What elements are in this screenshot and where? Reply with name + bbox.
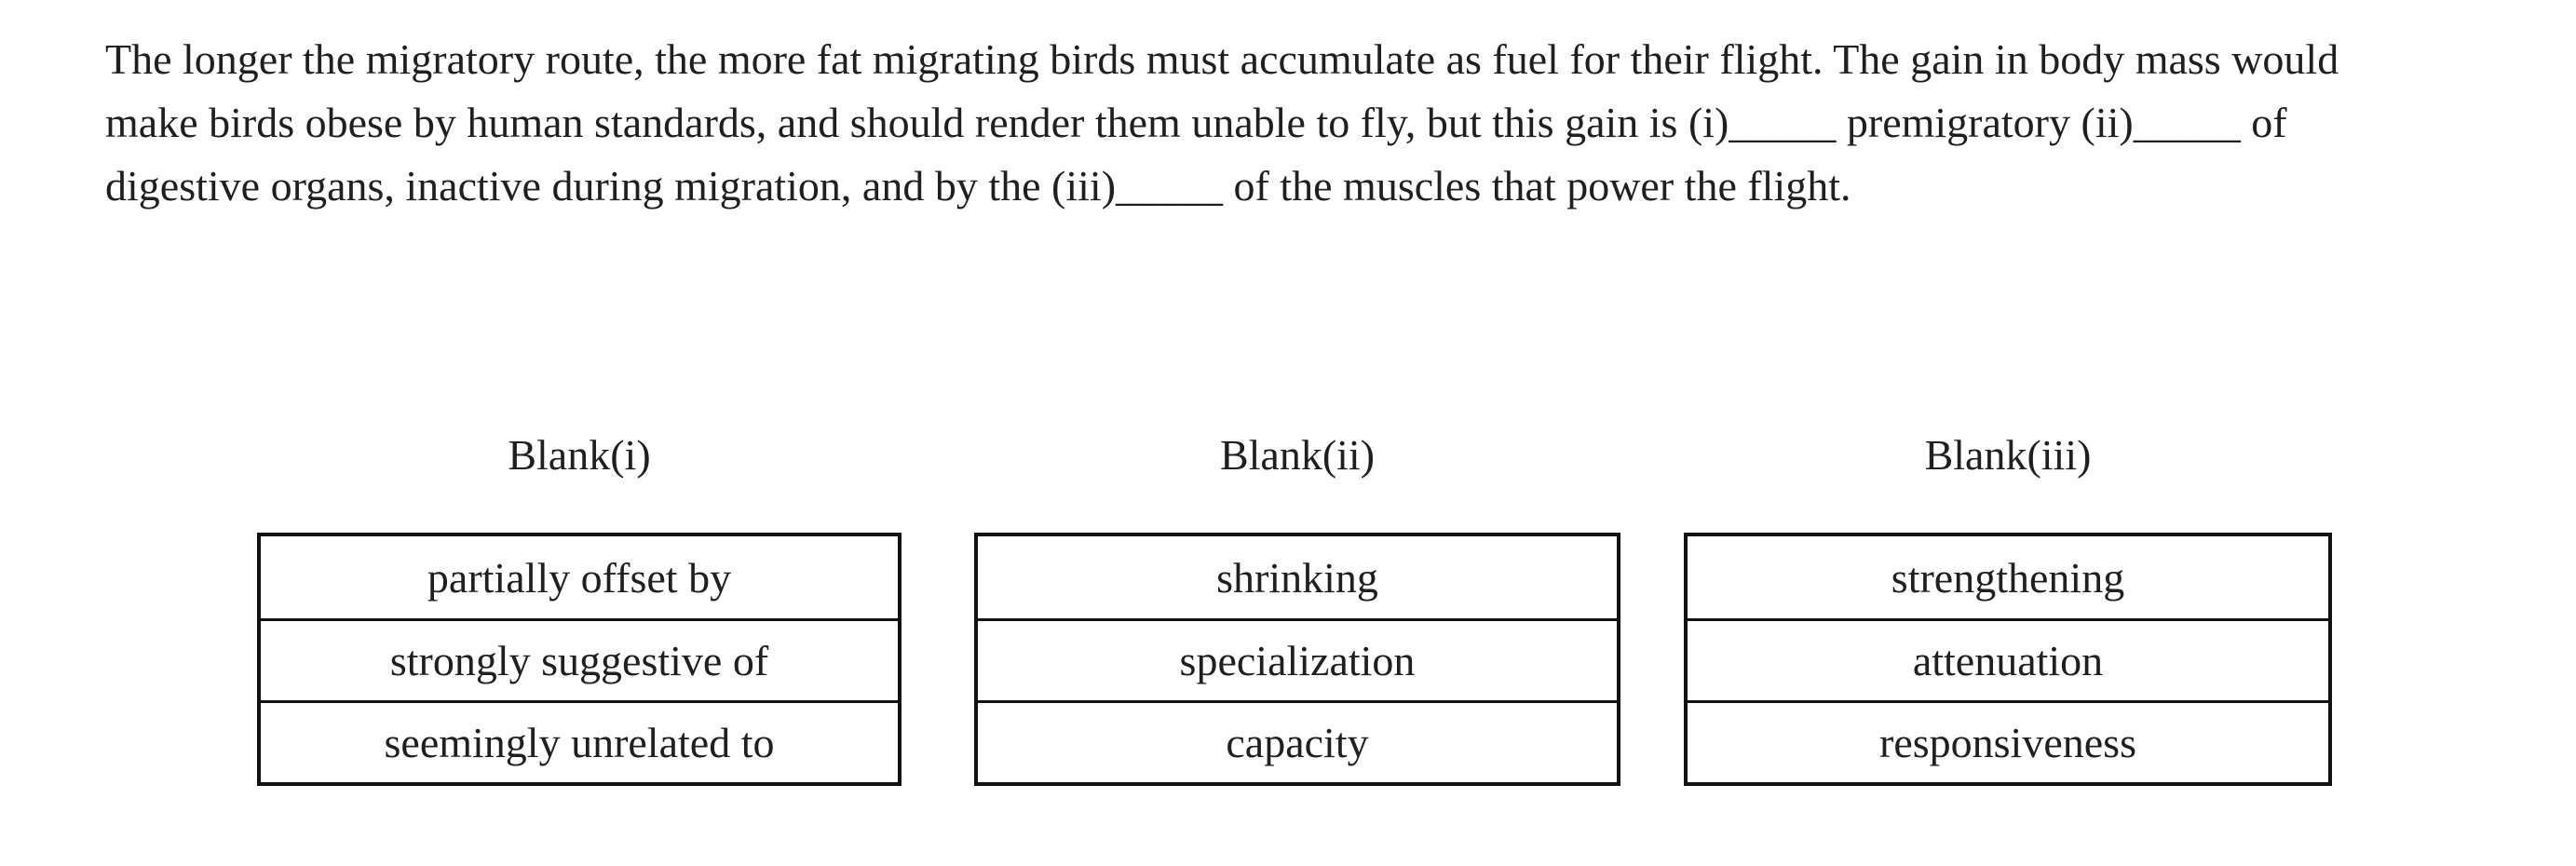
blank-iii-option-2[interactable]: attenuation [1688,618,2328,700]
blank-iii-option-3[interactable]: responsiveness [1688,700,2328,782]
blank-ii-option-2[interactable]: specialization [978,618,1617,700]
blank-i-option-2[interactable]: strongly suggestive of [261,618,898,700]
blank-ii-option-3[interactable]: capacity [978,700,1617,782]
passage-line-3: digestive organs, inactive during migrat… [105,162,1851,210]
blank-iii-option-1[interactable]: strengthening [1891,553,2125,602]
blank-ii-options-table: shrinking specialization capacity [974,533,1620,786]
blank-i-option-1[interactable]: partially offset by [427,553,732,602]
blank-i-label: Blank(i) [508,431,651,479]
question-passage: The longer the migratory route, the more… [105,28,2339,218]
blank-iii-label: Blank(iii) [1924,431,2092,479]
passage-line-2: make birds obese by human standards, and… [105,99,2287,146]
passage-line-1: The longer the migratory route, the more… [105,35,2339,83]
blank-iii-options-table: strengthening attenuation responsiveness [1684,533,2332,786]
blank-i-options-table: partially offset by strongly suggestive … [257,533,902,786]
blank-i-option-3[interactable]: seemingly unrelated to [261,700,898,782]
blank-ii-label: Blank(ii) [1219,431,1376,479]
blank-ii-option-1[interactable]: shrinking [1216,553,1378,602]
